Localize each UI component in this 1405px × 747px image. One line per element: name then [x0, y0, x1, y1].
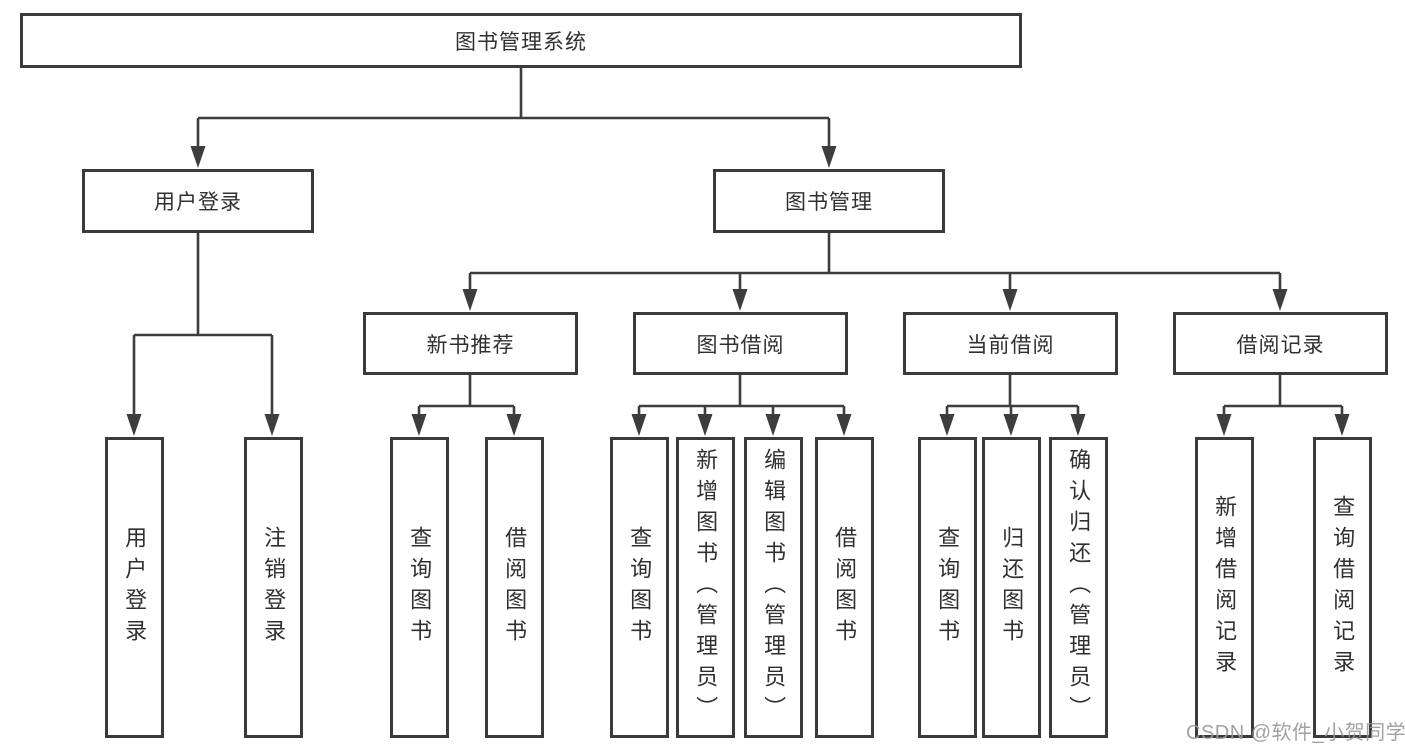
arrow-down-icon [1070, 414, 1086, 436]
connector-lines [132, 68, 1344, 416]
arrow-down-icon [821, 146, 837, 168]
arrow-down-icon [1334, 414, 1350, 436]
arrow-down-icon [264, 414, 280, 436]
arrow-down-icons [126, 146, 1350, 436]
leaf-label: 用户登录 [122, 525, 148, 650]
leaf-confirm-return-admin: 确认归还（管理员） [1049, 437, 1108, 738]
leaf-label: 查询图书 [407, 525, 433, 650]
leaf-label: 查询图书 [935, 525, 961, 650]
arrow-down-icon [1272, 289, 1288, 311]
leaf-edit-books-admin: 编辑图书（管理员） [744, 437, 803, 738]
arrow-down-icon [939, 414, 955, 436]
leaf-borrow-books-2: 借阅图书 [815, 437, 874, 738]
arrow-down-icon [765, 414, 781, 436]
arrow-down-icon [462, 289, 478, 311]
node-book-borrow: 图书借阅 [633, 312, 848, 375]
arrow-down-icon [190, 146, 206, 168]
leaf-borrow-books-1: 借阅图书 [485, 437, 544, 738]
leaf-label: 归还图书 [999, 525, 1025, 650]
arrow-down-icon [411, 414, 427, 436]
arrow-down-icon [697, 414, 713, 436]
arrow-down-icon [732, 289, 748, 311]
leaf-add-books-admin: 新增图书（管理员） [676, 437, 735, 738]
leaf-label: 编辑图书（管理员） [761, 448, 787, 727]
leaf-label: 注销登录 [261, 525, 287, 650]
node-borrow-records: 借阅记录 [1173, 312, 1388, 375]
leaf-return-books: 归还图书 [982, 437, 1041, 738]
leaf-query-borrow-record: 查询借阅记录 [1313, 437, 1372, 738]
arrow-down-icon [1003, 414, 1019, 436]
leaf-logout: 注销登录 [244, 437, 303, 738]
node-user-login: 用户登录 [82, 169, 314, 233]
arrow-down-icon [631, 414, 647, 436]
node-current-borrow: 当前借阅 [903, 312, 1118, 375]
leaf-label: 借阅图书 [502, 525, 528, 650]
arrow-down-icon [1002, 289, 1018, 311]
arrow-down-icon [506, 414, 522, 436]
tree-edges [132, 68, 1344, 416]
watermark: CSDN @软件_小贺同学 [1186, 722, 1405, 744]
arrow-down-icon [126, 414, 142, 436]
leaf-label: 确认归还（管理员） [1066, 448, 1092, 727]
leaf-label: 查询借阅记录 [1330, 494, 1356, 681]
leaf-query-books-3: 查询图书 [918, 437, 977, 738]
node-book-management: 图书管理 [713, 169, 945, 233]
leaf-label: 借阅图书 [832, 525, 858, 650]
leaf-label: 查询图书 [627, 525, 653, 650]
leaf-query-books-1: 查询图书 [390, 437, 449, 738]
leaf-add-borrow-record: 新增借阅记录 [1195, 437, 1254, 738]
arrow-down-icon [1216, 414, 1232, 436]
leaf-label: 新增借阅记录 [1212, 494, 1238, 681]
node-new-book-recommend: 新书推荐 [363, 312, 578, 375]
node-library-management-system: 图书管理系统 [20, 13, 1022, 68]
leaf-query-books-2: 查询图书 [610, 437, 669, 738]
leaf-label: 新增图书（管理员） [693, 448, 719, 727]
leaf-user-login: 用户登录 [105, 437, 164, 738]
arrow-down-icon [836, 414, 852, 436]
